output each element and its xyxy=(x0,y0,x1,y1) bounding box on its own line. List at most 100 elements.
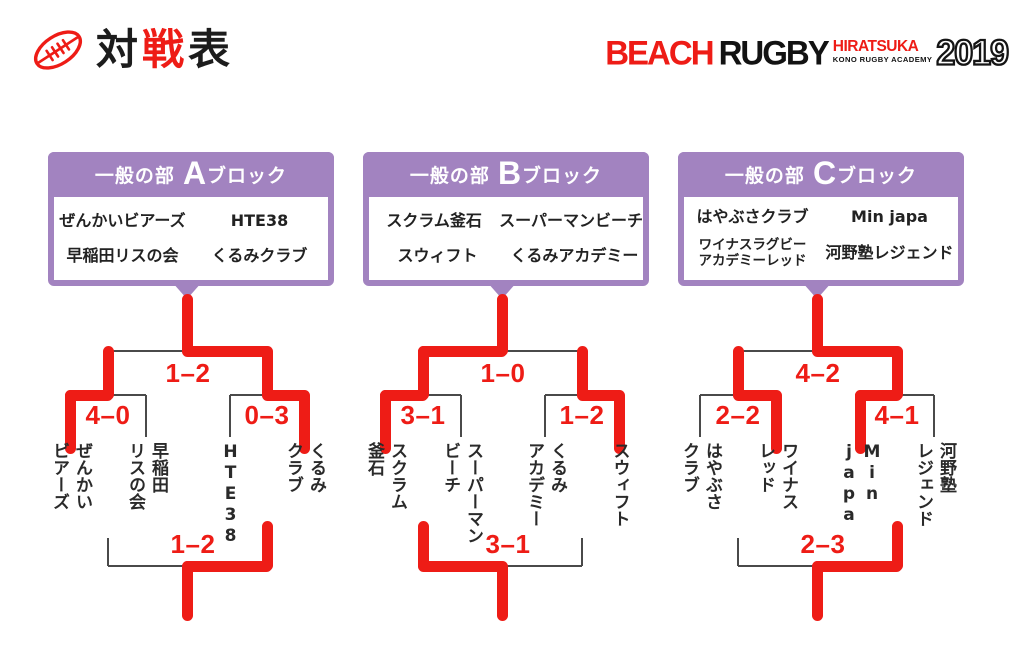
block-b-sf_left-winner-run xyxy=(380,389,428,401)
block-c-team-name: Min japa xyxy=(821,207,958,227)
block-b-team-name: スーパーマンビーチ xyxy=(499,211,643,231)
page-title-group: 対戦表 xyxy=(28,24,234,76)
block-b-bracket-team-0: スクラム釜石 xyxy=(362,442,408,510)
block-b-team-name-line: くるみアカデミー xyxy=(510,245,639,265)
block-a-sf_left-winner-drop xyxy=(64,390,76,454)
block-b-pointer-triangle xyxy=(487,282,517,299)
block-b-team-name-line: スクラム釜石 xyxy=(386,211,482,231)
page-title: 対戦表 xyxy=(96,29,234,71)
block-c-bracket-team-3: 河野塾レジェンド xyxy=(911,442,957,527)
block-c-team-drop-line xyxy=(933,395,935,437)
block-c-third-place-score: 2–3 xyxy=(800,529,846,559)
block-c-header-suffix: ブロック xyxy=(837,165,918,187)
block-b-champion-line xyxy=(496,294,508,356)
block-c-bracket-team-2-col: Min xyxy=(862,442,882,505)
block-b-header-suffix: ブロック xyxy=(522,165,603,187)
block-a-sf_left-winner-run xyxy=(65,389,113,401)
block-a-sf-right-score: 0–3 xyxy=(244,400,290,430)
block-a-bracket-team-1-col: リスの会 xyxy=(125,442,145,510)
logo-year: 2019 xyxy=(935,33,1010,73)
block-c-team-name-line: Min japa xyxy=(851,206,928,226)
block-b-header-letter: B xyxy=(497,154,522,191)
block-b-bracket-team-2-col: アカデミー xyxy=(524,442,544,527)
block-a-sf_right-winner-run xyxy=(262,389,309,401)
block-b-cons-winner-drop xyxy=(496,561,508,621)
block-b-team-name: スクラム釜石 xyxy=(369,211,499,231)
block-c-header-prefix: 一般の部 xyxy=(724,165,805,187)
logo-rugby: RUGBY xyxy=(718,33,830,72)
block-b-team-name: くるみアカデミー xyxy=(506,246,643,266)
block-c-sf_left-winner-drop xyxy=(770,390,782,454)
block-c-team-name-line: アカデミーレッド xyxy=(698,253,807,270)
title-char-2: 戦 xyxy=(142,25,189,74)
block-b-team-row: スウィフトくるみアカデミー xyxy=(369,246,643,266)
block-a-team-name-line: くるみクラブ xyxy=(211,245,308,265)
block-c-pointer-triangle xyxy=(802,282,832,299)
block-b-cons-winner-run xyxy=(418,560,507,572)
block-b-bracket-team-3-col: スウィフト xyxy=(609,442,630,527)
block-c-bracket-team-3-col: レジェンド xyxy=(913,442,933,527)
block-c-sf_right-winner-drop xyxy=(854,390,866,454)
block-a-team-name: 早稲田リスの会 xyxy=(54,246,191,266)
block-a-bracket-team-1: 早稲田リスの会 xyxy=(123,442,169,510)
title-char-3: 表 xyxy=(188,25,235,74)
block-c-cons-winner-rise xyxy=(891,521,903,571)
block-a-sf_right-winner-rise xyxy=(261,346,273,400)
block-b-sf-right-score: 1–2 xyxy=(559,400,605,430)
block-b-final-score: 1–0 xyxy=(480,358,526,388)
block-b-sf_left-winner-drop xyxy=(379,390,391,454)
block-c-team-name: はやぶさクラブ xyxy=(684,207,821,227)
block-b-bracket-team-1-col: ビーチ xyxy=(440,442,460,493)
block-c-sf_left-winner-run xyxy=(733,389,781,401)
block-a-team-drop-line xyxy=(229,395,231,437)
block-a-cons-winner-drop xyxy=(181,561,193,621)
block-b-team-row: スクラム釜石スーパーマンビーチ xyxy=(369,211,643,231)
block-a-bracket-team-1-col: 早稲田 xyxy=(148,442,168,493)
block-a-cons-winner-rise xyxy=(261,521,273,571)
logo-beach: BEACH xyxy=(605,33,714,72)
block-a-header-prefix: 一般の部 xyxy=(94,165,175,187)
block-c-team-name-line: 河野塾レジェンド xyxy=(825,243,954,263)
block-c-cons-left-line xyxy=(737,538,739,566)
block-a-bracket-team-0-col: ぜんかい xyxy=(72,442,92,510)
block-c-team-row: はやぶさクラブ Min japa xyxy=(684,207,958,227)
block-c-sf-right-score: 4–1 xyxy=(874,400,920,430)
block-a-final-score: 1–2 xyxy=(165,358,211,388)
block-a-bracket-team-3-col: クラブ xyxy=(283,442,303,493)
event-logo: BEACH RUGBY HIRATSUKA KONO RUGBY ACADEMY… xyxy=(605,33,1010,73)
block-c-header-letter: C xyxy=(812,154,837,191)
logo-subtitle-stack: HIRATSUKA KONO RUGBY ACADEMY xyxy=(833,39,933,63)
block-c-bracket-team-0: はやぶさクラブ xyxy=(677,442,723,510)
logo-academy: KONO RUGBY ACADEMY xyxy=(832,54,933,64)
block-b-team-list: スクラム釜石スーパーマンビーチスウィフトくるみアカデミー xyxy=(369,197,643,280)
block-c-sf_right-winner-run xyxy=(855,389,902,401)
block-c-team-drop-line xyxy=(699,395,701,437)
block-a-champion-line xyxy=(181,294,193,356)
block-c-team-row: ワイナスラグビーアカデミーレッド 河野塾レジェンド xyxy=(684,237,958,271)
block-c-team-name-line: はやぶさクラブ xyxy=(696,206,809,226)
block-c-team-name-line: ワイナスラグビー xyxy=(698,236,807,253)
block-a-team-row: 早稲田リスの会くるみクラブ xyxy=(54,246,328,266)
block-b-sf-left-score: 3–1 xyxy=(400,400,446,430)
block-b-sf_right-winner-run xyxy=(577,389,624,401)
block-a-cons-winner-run xyxy=(182,560,272,572)
title-char-1: 対 xyxy=(96,25,143,74)
block-c-bracket-team-0-col: クラブ xyxy=(679,442,699,493)
block-a-pointer-triangle xyxy=(172,282,202,299)
block-c-bracket-team-2-col: japa xyxy=(839,442,859,526)
block-b-bracket-team-1-col: スーパーマン xyxy=(463,442,483,544)
rugby-ball-icon xyxy=(28,24,88,76)
block-c-bracket-team-0-col: はやぶさ xyxy=(702,442,722,510)
block-c-sf-left-score: 2–2 xyxy=(715,400,761,430)
block-c-bracket-team-1-col: レッド xyxy=(755,442,775,493)
block-c-sf_left-winner-rise xyxy=(732,346,744,400)
block-c-cons-winner-drop xyxy=(811,561,823,621)
block-a-sf-left-score: 4–0 xyxy=(85,400,131,430)
